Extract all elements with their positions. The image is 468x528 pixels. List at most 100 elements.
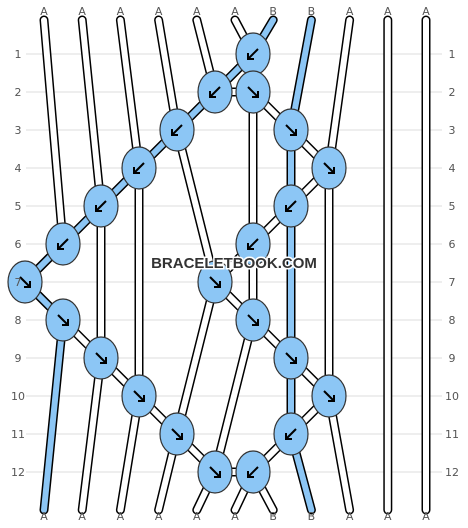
forward-arrow-icon xyxy=(285,352,297,364)
string-top-label: B xyxy=(269,5,277,18)
forward-arrow-icon xyxy=(19,276,31,288)
string-top-label: A xyxy=(78,5,86,18)
arrow-head xyxy=(176,433,183,440)
knot xyxy=(235,222,271,266)
knot xyxy=(235,450,271,494)
string-bottom-label: A xyxy=(384,510,392,523)
backward-arrow-icon xyxy=(57,238,69,250)
knot xyxy=(311,374,347,418)
row-number-right: 12 xyxy=(445,466,459,479)
knot xyxy=(273,184,309,228)
row-number-right: 5 xyxy=(449,200,456,213)
arrow-head xyxy=(214,281,221,288)
watermark-text: BRACELETBOOK.COM xyxy=(151,255,317,272)
knot xyxy=(121,374,157,418)
knot xyxy=(273,412,309,456)
row-number-left: 8 xyxy=(15,314,22,327)
knot xyxy=(235,298,271,342)
forward-arrow-icon xyxy=(95,352,107,364)
string-top-label: A xyxy=(231,5,239,18)
string-bottom-label: B xyxy=(269,510,277,523)
forward-arrow-icon xyxy=(133,390,145,402)
row-number-right: 11 xyxy=(445,428,459,441)
arrow-head xyxy=(133,167,140,174)
row-number-left: 1 xyxy=(15,48,22,61)
forward-arrow-icon xyxy=(209,466,221,478)
string-top-label: B xyxy=(308,5,316,18)
arrow-head xyxy=(247,471,254,478)
string-top-label: A xyxy=(117,5,125,18)
arrow-head xyxy=(100,357,107,364)
knot xyxy=(197,70,233,114)
arrow-head xyxy=(252,91,259,98)
row-number-right: 2 xyxy=(449,86,456,99)
arrow-head xyxy=(62,319,69,326)
string-top-label: A xyxy=(155,5,163,18)
row-number-left: 5 xyxy=(15,200,22,213)
knot xyxy=(45,222,81,266)
forward-arrow-icon xyxy=(57,314,69,326)
arrow-head xyxy=(252,319,259,326)
string-top-label: A xyxy=(346,5,354,18)
backward-arrow-icon xyxy=(209,86,221,98)
arrow-head xyxy=(247,53,254,60)
knot-grid xyxy=(7,32,347,494)
backward-arrow-icon xyxy=(171,124,183,136)
string-bottom-label: A xyxy=(117,510,125,523)
row-number-right: 3 xyxy=(449,124,456,137)
knot xyxy=(235,70,271,114)
knot xyxy=(197,260,233,304)
string-bottom-label: A xyxy=(193,510,201,523)
string-a xyxy=(79,17,104,513)
string-b xyxy=(22,17,277,513)
arrow-head xyxy=(95,205,102,212)
row-number-right: 4 xyxy=(449,162,456,175)
row-number-left: 11 xyxy=(11,428,25,441)
backward-arrow-icon xyxy=(133,162,145,174)
string-bottom-label: A xyxy=(346,510,354,523)
knot xyxy=(7,260,43,304)
backward-arrow-icon xyxy=(247,466,259,478)
knot xyxy=(83,336,119,380)
row-number-left: 6 xyxy=(15,238,22,251)
backward-arrow-icon xyxy=(285,428,297,440)
row-number-left: 4 xyxy=(15,162,22,175)
knot xyxy=(311,146,347,190)
row-number-right: 7 xyxy=(449,276,456,289)
forward-arrow-icon xyxy=(285,124,297,136)
knot xyxy=(159,108,195,152)
row-number-right: 6 xyxy=(449,238,456,251)
string-top-label: A xyxy=(422,5,430,18)
knot xyxy=(273,108,309,152)
knot xyxy=(45,298,81,342)
backward-arrow-icon xyxy=(285,200,297,212)
arrow-head xyxy=(290,129,297,136)
row-number-left: 2 xyxy=(15,86,22,99)
knot xyxy=(121,146,157,190)
row-number-right: 8 xyxy=(449,314,456,327)
knot xyxy=(83,184,119,228)
string-a xyxy=(117,17,142,513)
string-top-label: A xyxy=(384,5,392,18)
row-number-left: 7 xyxy=(15,276,22,289)
forward-arrow-icon xyxy=(209,276,221,288)
arrow-head xyxy=(290,357,297,364)
row-number-left: 9 xyxy=(15,352,22,365)
forward-arrow-icon xyxy=(323,162,335,174)
row-number-right: 9 xyxy=(449,352,456,365)
row-number-right: 1 xyxy=(449,48,456,61)
string-top-label: A xyxy=(40,5,48,18)
string-bottom-label: A xyxy=(78,510,86,523)
knot xyxy=(197,450,233,494)
row-number-left: 10 xyxy=(11,390,25,403)
row-number-left: 3 xyxy=(15,124,22,137)
knot xyxy=(273,336,309,380)
arrow-head xyxy=(328,395,335,402)
arrow-head xyxy=(214,471,221,478)
knot xyxy=(159,412,195,456)
string-bottom-label: A xyxy=(231,510,239,523)
row-number-right: 10 xyxy=(445,390,459,403)
arrow-head xyxy=(328,167,335,174)
string-bottom-label: A xyxy=(422,510,430,523)
